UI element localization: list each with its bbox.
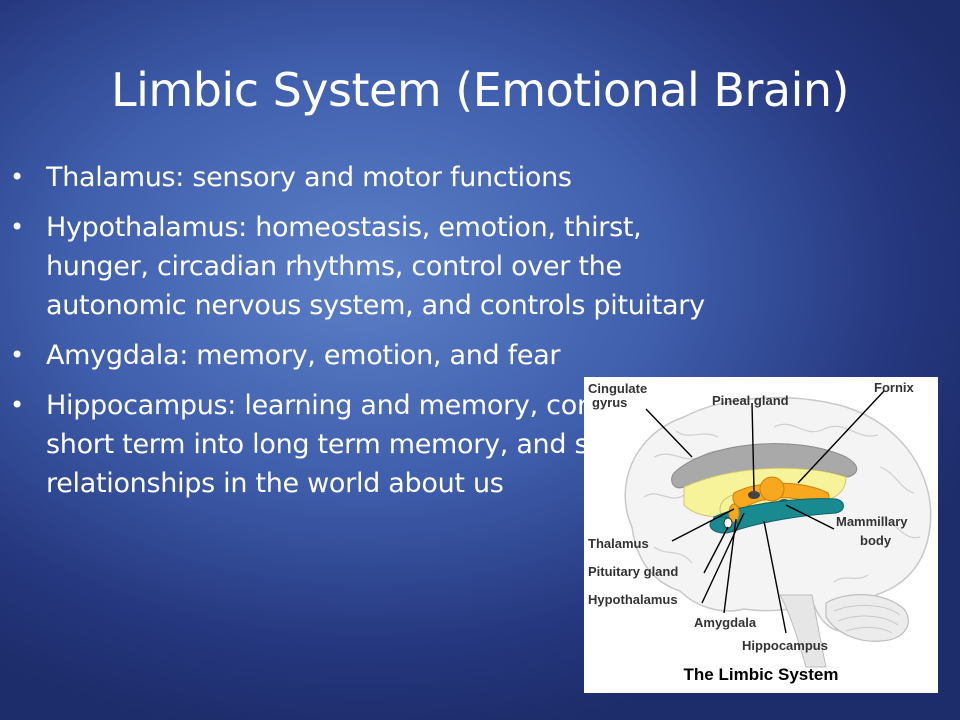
cerebellum bbox=[825, 594, 909, 642]
label-gyrus: gyrus bbox=[592, 395, 628, 410]
bullet-dot-icon: • bbox=[10, 163, 24, 191]
slide-title: Limbic System (Emotional Brain) bbox=[111, 63, 849, 117]
leader-thalamus bbox=[671, 508, 735, 542]
leader-fornix bbox=[797, 390, 885, 484]
bullet-line: Thalamus: sensory and motor functions bbox=[46, 162, 572, 193]
pituitary-shape bbox=[723, 517, 733, 529]
bullet-line: Amygdala: memory, emotion, and fear bbox=[46, 340, 561, 371]
cingulate-gyrus-shape bbox=[671, 443, 858, 489]
brain-diagram bbox=[624, 390, 932, 668]
label-hypothalamus: Hypothalamus bbox=[588, 592, 678, 607]
label-pineal-gland: Pineal gland bbox=[712, 393, 789, 408]
leader-amygdala bbox=[723, 518, 737, 614]
label-fornix: Fornix bbox=[874, 380, 914, 395]
bullet-line: short term into long term memory, and sp… bbox=[46, 429, 663, 460]
bullet-dot-icon: • bbox=[10, 391, 24, 419]
brainstem bbox=[779, 594, 827, 668]
label-thalamus: Thalamus bbox=[588, 536, 649, 551]
label-mammillary: Mammillary bbox=[836, 514, 908, 529]
leader-cingulate bbox=[645, 408, 693, 458]
bullet-hippocampus: • Hippocampus: learning and memory, conv… bbox=[0, 386, 960, 503]
bullet-hypothalamus: • Hypothalamus: homeostasis, emotion, th… bbox=[0, 208, 960, 325]
leader-hypothalamus bbox=[701, 512, 745, 604]
label-amygdala: Amygdala bbox=[694, 615, 757, 630]
orange-nucleus bbox=[759, 476, 785, 502]
leader-mammillary bbox=[785, 504, 835, 530]
bullet-thalamus: • Thalamus: sensory and motor functions bbox=[0, 158, 960, 197]
label-pituitary-gland: Pituitary gland bbox=[588, 564, 679, 579]
amygdala-shape bbox=[728, 503, 740, 523]
bullet-line: hunger, circadian rhythms, control over … bbox=[46, 251, 622, 282]
bullet-line: Hypothalamus: homeostasis, emotion, thir… bbox=[46, 212, 642, 243]
leader-pineal bbox=[751, 402, 755, 492]
leader-pituitary bbox=[703, 526, 729, 574]
label-hippocampus: Hippocampus bbox=[742, 638, 828, 653]
label-cingulate: Cingulate bbox=[588, 381, 648, 396]
bullet-line: relationships in the world about us bbox=[46, 468, 504, 499]
bullet-line: autonomic nervous system, and controls p… bbox=[46, 290, 705, 321]
bullet-list: • Thalamus: sensory and motor functions … bbox=[0, 158, 960, 514]
pineal-shape bbox=[748, 491, 760, 499]
figure-caption: The Limbic System bbox=[683, 665, 839, 684]
leader-hippocampus bbox=[763, 520, 787, 634]
label-body: body bbox=[860, 533, 892, 548]
bullet-dot-icon: • bbox=[10, 341, 24, 369]
bullet-line: Hippocampus: learning and memory, conver… bbox=[46, 390, 688, 421]
limbic-system-figure: Cingulate gyrus Pineal gland Fornix Mamm… bbox=[584, 377, 938, 693]
bullet-dot-icon: • bbox=[10, 213, 24, 241]
bullet-amygdala: • Amygdala: memory, emotion, and fear bbox=[0, 336, 960, 375]
